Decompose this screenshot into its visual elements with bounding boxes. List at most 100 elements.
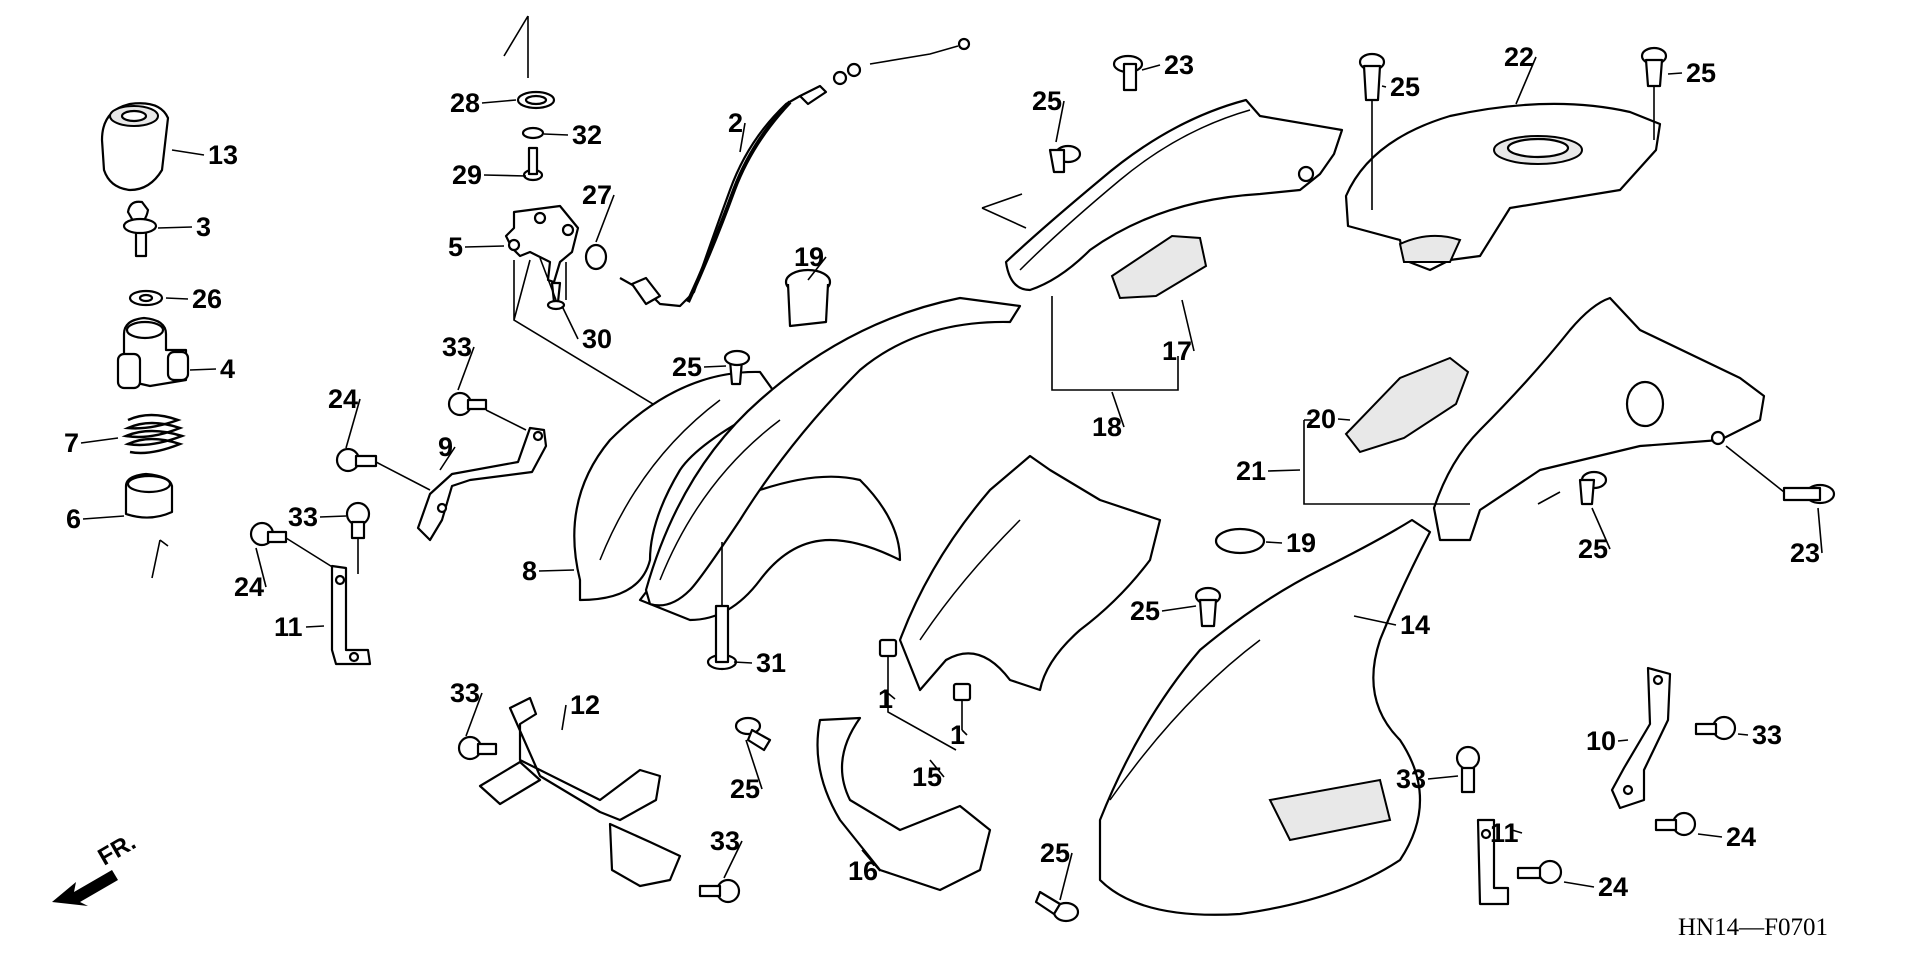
part-25-clip-f [1578, 470, 1608, 506]
part-33-bolt-b [345, 501, 371, 540]
leader-c7 [80, 437, 119, 444]
part-33-bolt-a [447, 391, 488, 417]
part-28-ring [503, 15, 556, 110]
callout-c25a: 25 [672, 352, 702, 382]
side-cover-right [1432, 296, 1766, 542]
leader-c8 [538, 569, 575, 572]
part-12-bracket [478, 696, 682, 888]
callout-c25d: 25 [1686, 58, 1716, 88]
part-23-bolt-b [1782, 483, 1836, 505]
leader-c12 [561, 704, 567, 731]
callout-c24d: 24 [1726, 822, 1756, 852]
callout-c7: 7 [64, 428, 79, 458]
leader-c11a [305, 625, 325, 628]
leader-c33e [1427, 775, 1459, 780]
leader-c23b [1817, 507, 1823, 554]
part-7-spring [121, 413, 186, 455]
leader-c18 [1111, 391, 1125, 428]
leader-c19b [1265, 541, 1283, 544]
leader-c4 [189, 368, 217, 371]
callout-c25c: 25 [1390, 72, 1420, 102]
callout-c14: 14 [1400, 610, 1430, 640]
leader-c5 [464, 245, 505, 248]
callout-c33f: 33 [1752, 720, 1782, 750]
callout-c15: 15 [912, 762, 942, 792]
callout-c3: 3 [196, 212, 211, 242]
callout-c33c: 33 [450, 678, 480, 708]
leader-c22 [1515, 56, 1537, 105]
callout-c11a: 11 [274, 612, 303, 642]
part-25-clip-e [1640, 46, 1668, 88]
callout-c12: 12 [570, 690, 600, 720]
callout-c33e: 33 [1396, 764, 1426, 794]
part-3-key [122, 200, 158, 258]
callout-c22: 22 [1504, 42, 1534, 72]
leader-c1a [883, 689, 896, 700]
callout-c31: 31 [756, 648, 786, 678]
part-4-switch-body [116, 316, 190, 390]
part-15-inner-fender [878, 454, 1162, 751]
leader-5-group [513, 257, 697, 431]
callout-c6: 6 [66, 504, 81, 534]
part-20-pad [1344, 356, 1470, 454]
leader-c26 [165, 297, 189, 300]
leader-c17 [1181, 299, 1195, 352]
callout-c25e: 25 [1578, 534, 1608, 564]
leader-c24c [1563, 881, 1595, 888]
part-24-bolt-a [335, 447, 431, 491]
callout-c18: 18 [1092, 412, 1122, 442]
leader-c13 [171, 149, 205, 156]
callout-c11b: 11 [1490, 818, 1519, 848]
leader-c16 [861, 849, 881, 872]
leader-c24a [345, 398, 361, 449]
callout-c24b: 24 [234, 572, 264, 602]
leader-c33f [1737, 733, 1749, 736]
leader-c20 [1337, 418, 1351, 421]
part-10-bracket [1610, 666, 1672, 810]
part-24-bolt-d [1654, 811, 1697, 837]
callout-c8: 8 [522, 556, 537, 586]
callout-c27: 27 [582, 180, 612, 210]
part-22-tank-cover [1344, 86, 1662, 272]
part-25-clip-i [1034, 890, 1080, 923]
callout-c19a: 19 [794, 242, 824, 272]
part-33-bolt-f [1694, 715, 1737, 741]
leader-c14 [1353, 615, 1397, 626]
callout-c25h: 25 [1040, 838, 1070, 868]
callout-c19b: 19 [1286, 528, 1316, 558]
part-30-screw [546, 281, 566, 311]
part-16-lower-cover [816, 716, 992, 892]
leader-c23a [1141, 64, 1161, 71]
leader-c33a [457, 346, 475, 391]
callout-c28: 28 [450, 88, 480, 118]
part-23-bolt-a [1112, 54, 1144, 92]
upper-fender-panel [644, 296, 1022, 607]
part-11-bracket-right [1476, 818, 1510, 906]
part-32-washer [521, 126, 545, 140]
leader-c24d [1697, 833, 1723, 838]
leader-c25h [1059, 852, 1073, 901]
callout-c33d: 33 [710, 826, 740, 856]
leader-c27 [595, 194, 615, 243]
part-25-clip-g [1194, 586, 1222, 628]
part-11-bracket-left [330, 564, 372, 666]
callout-c13: 13 [208, 140, 238, 170]
leader-c2 [739, 122, 746, 153]
callout-c24c: 24 [1598, 872, 1628, 902]
callout-c32: 32 [572, 120, 602, 150]
part-19-grommet-a [784, 268, 832, 328]
callout-c25f: 25 [1130, 596, 1160, 626]
callout-c1b: 1 [950, 720, 965, 750]
callout-c33a: 33 [442, 332, 472, 362]
callout-c16: 16 [848, 856, 878, 886]
callout-c21: 21 [1236, 456, 1266, 486]
part-25-clip-h [734, 716, 772, 752]
callout-c29: 29 [452, 160, 482, 190]
callout-c4: 4 [220, 354, 235, 384]
callout-c17: 17 [1162, 336, 1192, 366]
leader-c32 [543, 133, 569, 136]
leader-c21 [1267, 469, 1301, 472]
callout-c23b: 23 [1790, 538, 1820, 568]
leader-c25e [1591, 507, 1611, 550]
